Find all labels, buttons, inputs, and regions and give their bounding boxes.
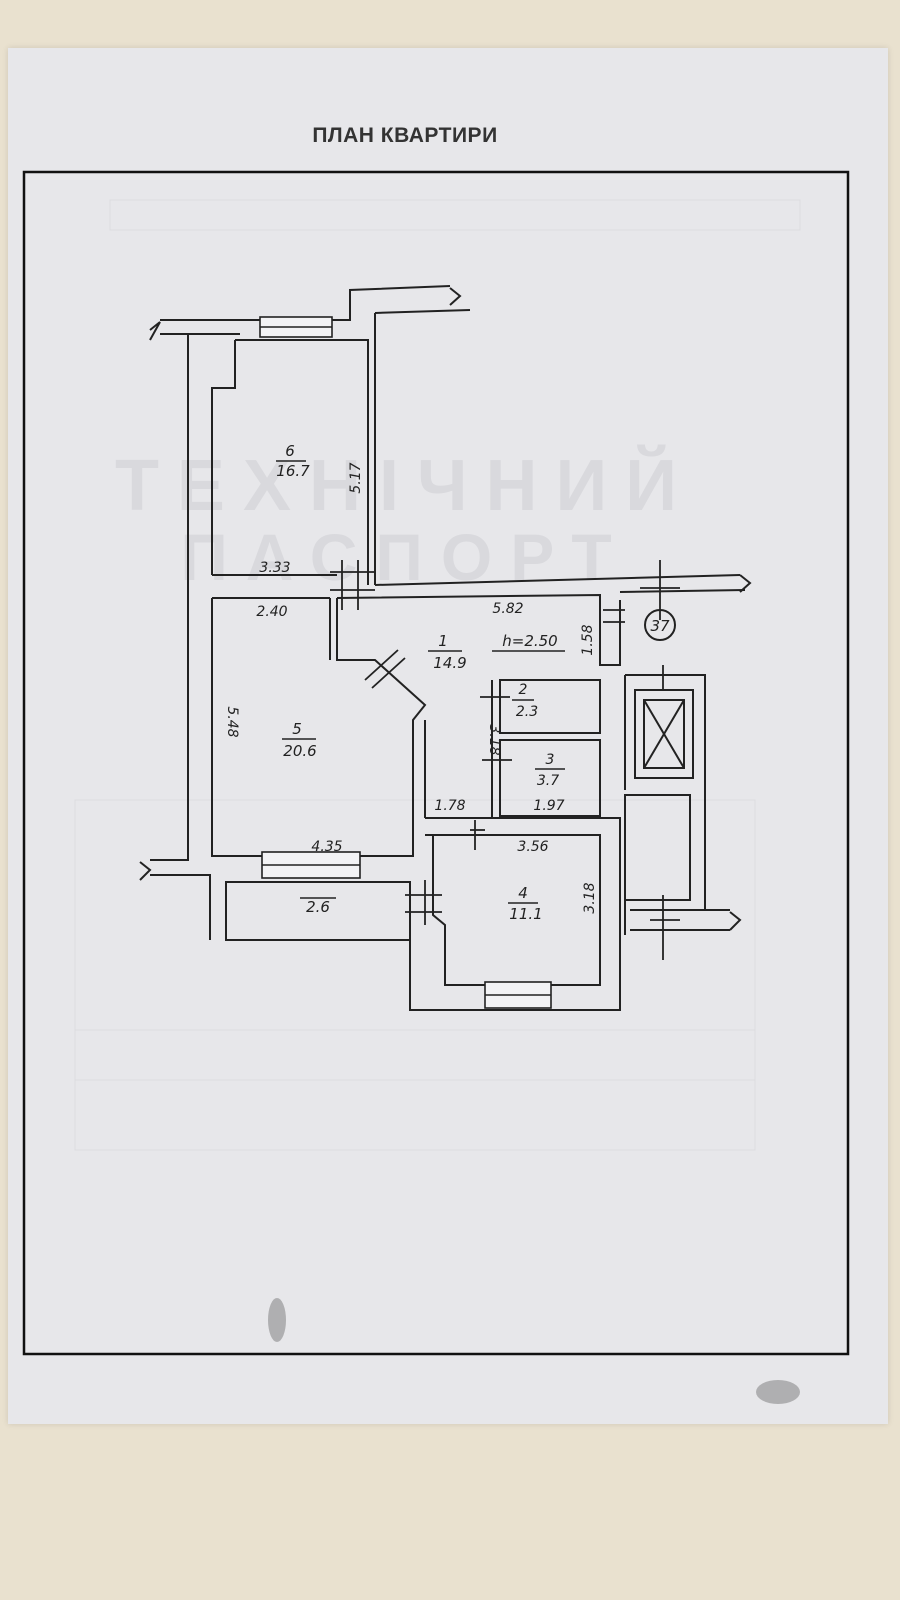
room-2-area: 2.3 <box>516 704 538 720</box>
dim-r3-bottom: 1.97 <box>533 798 564 814</box>
dim-r1-right: 1.58 <box>580 624 596 655</box>
page-frame <box>22 170 850 1356</box>
dim-corridor-bottom: 1.78 <box>434 798 465 814</box>
dim-r4-right: 3.18 <box>582 882 598 913</box>
windows <box>259 316 552 1009</box>
dimension-labels: 3.33 5.17 2.40 4.35 5.48 5.82 1.58 3.18 … <box>224 462 598 913</box>
dim-corridor: 3.18 <box>486 724 502 755</box>
watermark-line-2: ПАСПОРТ <box>180 520 629 594</box>
room-labels: 6 16.7 5 20.6 1 14.9 h=2.50 2 2.3 3 3.7 … <box>276 442 565 923</box>
dim-r4-top: 3.56 <box>517 839 548 855</box>
watermark-line-1: ТЕХНІЧНИЙ <box>115 444 695 526</box>
room-4-number: 4 <box>518 884 528 902</box>
dim-r6-width: 3.33 <box>259 560 290 576</box>
room-2-number: 2 <box>519 682 528 698</box>
watermark: ТЕХНІЧНИЙ ПАСПОРТ <box>115 444 695 594</box>
shaft-marker: 37 <box>650 617 670 635</box>
shaft-marker-circle <box>644 609 676 641</box>
room-5-number: 5 <box>292 720 302 738</box>
page-title: ПЛАН КВАРТИРИ <box>312 124 498 147</box>
room-6-number: 6 <box>285 442 295 460</box>
room-1-area: 14.9 <box>433 654 466 672</box>
ink-smudges <box>268 1298 800 1404</box>
room-3-area: 3.7 <box>537 773 559 789</box>
dim-r6-length: 5.17 <box>348 462 364 493</box>
balcony-area: 2.6 <box>306 898 330 916</box>
dim-r1-top: 5.82 <box>492 601 523 617</box>
room-6-area: 16.7 <box>276 462 310 480</box>
dim-r5-length: 5.48 <box>224 706 240 737</box>
room-1-number: 1 <box>438 632 448 650</box>
ceiling-height: h=2.50 <box>502 632 557 650</box>
form-lines <box>74 199 801 1151</box>
elevator-cell <box>643 699 685 769</box>
room-4-area: 11.1 <box>509 905 542 923</box>
door-marks <box>330 560 680 960</box>
dim-r5-bottom: 4.35 <box>311 839 342 855</box>
room-3-number: 3 <box>546 752 555 768</box>
room-5-area: 20.6 <box>283 742 316 760</box>
paper-sheet <box>8 48 888 1424</box>
dim-r5-top: 2.40 <box>256 604 287 620</box>
